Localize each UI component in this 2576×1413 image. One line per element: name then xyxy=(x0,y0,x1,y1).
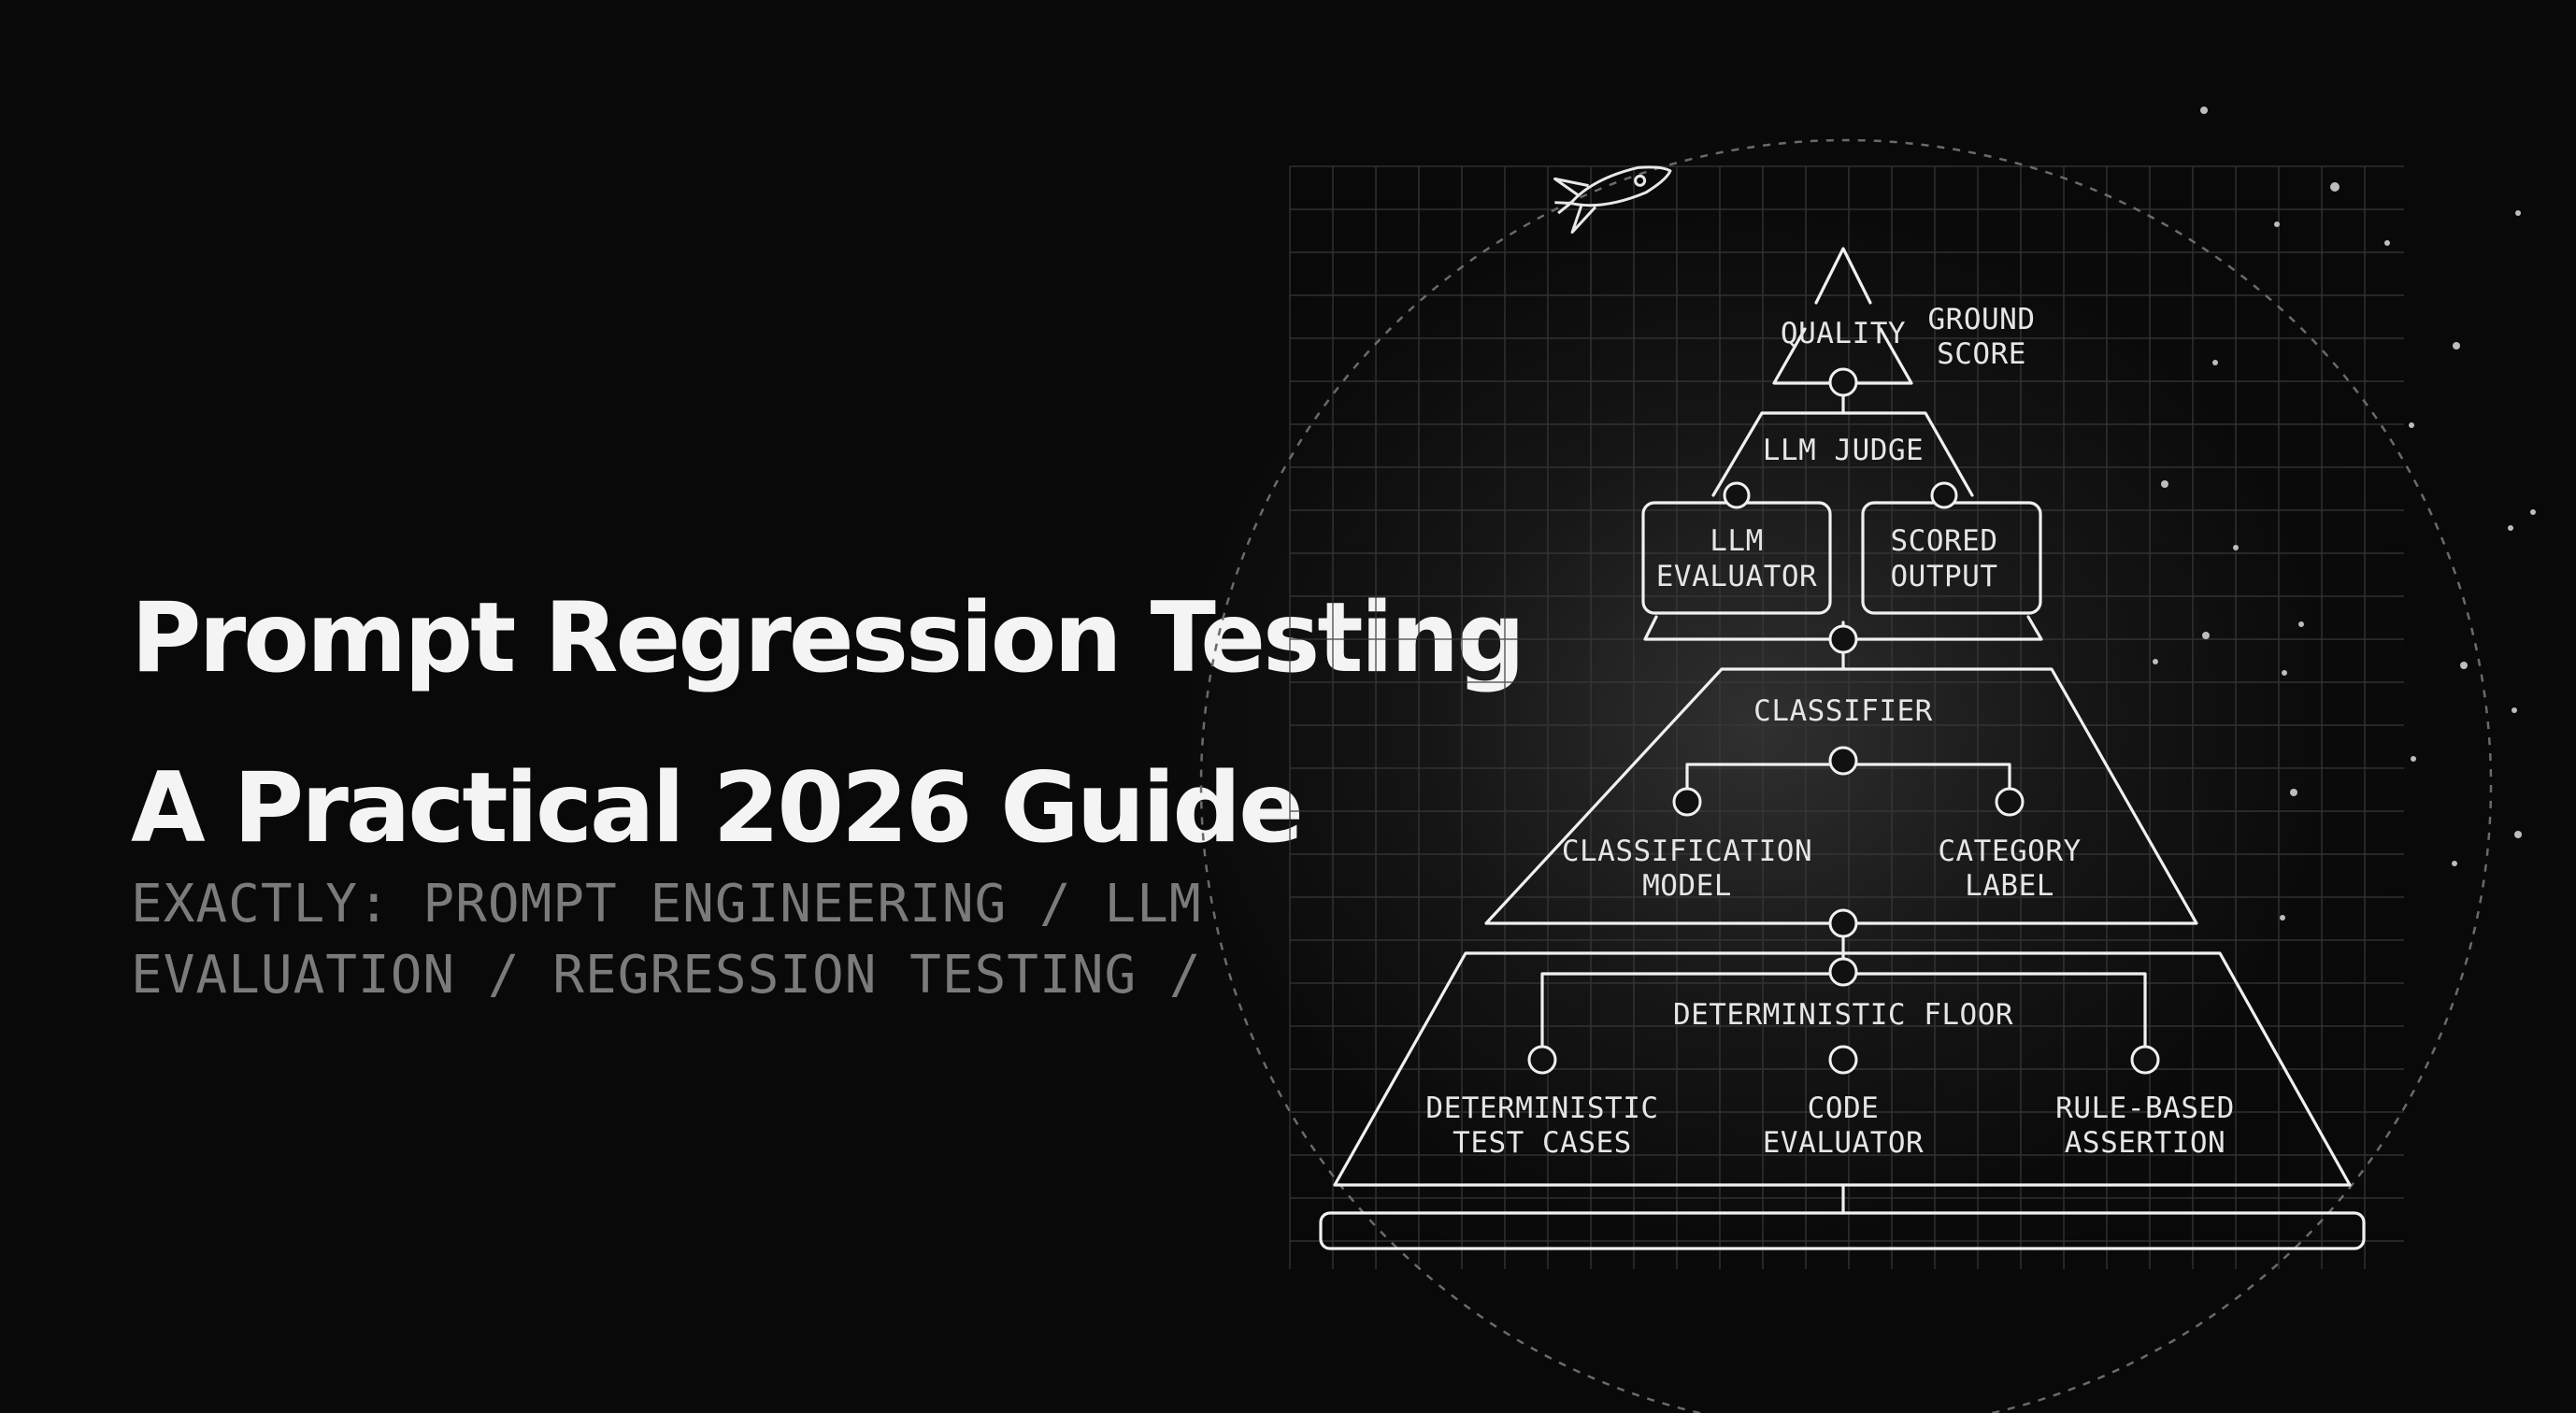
star xyxy=(2202,632,2210,639)
star xyxy=(2508,525,2513,531)
title-line-1: Prompt Regression Testing xyxy=(131,582,1525,694)
node-classification-model xyxy=(1672,787,1702,817)
star xyxy=(2514,831,2522,838)
star xyxy=(2384,240,2390,246)
judge-tier-outline xyxy=(1711,411,1974,497)
label-llm: LLM xyxy=(1710,524,1764,558)
floor-tier-outline xyxy=(1333,951,2352,1187)
label-evaluator: EVALUATOR xyxy=(1656,560,1817,593)
node-category-label xyxy=(1995,787,2025,817)
page-title: Prompt Regression Testing A Practical 20… xyxy=(131,553,1533,893)
star xyxy=(2515,210,2521,216)
tag-line-1: EXACTLY: PROMPT ENGINEERING / LLM xyxy=(131,874,1202,935)
label-llm-judge: LLM JUDGE xyxy=(1763,434,1924,467)
tag-list: EXACTLY: PROMPT ENGINEERING / LLM EVALUA… xyxy=(131,869,1299,1011)
label-code: CODE xyxy=(1808,1092,1880,1125)
node-floor-top xyxy=(1828,957,1858,987)
node-judge-base xyxy=(1828,624,1858,654)
star xyxy=(2282,670,2287,676)
label-label: LABEL xyxy=(1965,869,2054,903)
label-code-evaluator: EVALUATOR xyxy=(1763,1126,1924,1160)
star xyxy=(2298,621,2304,627)
label-scored: SCORED xyxy=(1891,524,1998,558)
label-quality: QUALITY xyxy=(1781,317,1906,350)
star xyxy=(2460,662,2468,669)
star xyxy=(2409,422,2414,428)
tag-line-2: EVALUATION / REGRESSION TESTING / xyxy=(131,945,1202,1006)
classifier-tier-outline xyxy=(1484,667,2198,925)
star xyxy=(2200,107,2208,114)
star xyxy=(2290,789,2297,796)
node-scored-output xyxy=(1930,481,1958,509)
star xyxy=(2212,360,2218,365)
label-output: OUTPUT xyxy=(1891,560,1998,593)
node-code-evaluator xyxy=(1828,1045,1858,1075)
star-field xyxy=(2153,107,2536,921)
label-classification: CLASSIFICATION xyxy=(1562,835,1812,868)
label-test-cases: TEST CASES xyxy=(1453,1126,1632,1160)
label-classifier: CLASSIFIER xyxy=(1753,694,1933,728)
rocket-icon xyxy=(1553,165,1672,234)
label-score: SCORE xyxy=(1937,337,2026,371)
label-assertion: ASSERTION xyxy=(2065,1126,2225,1160)
label-deterministic: DETERMINISTIC xyxy=(1425,1092,1658,1125)
node-apex xyxy=(1828,367,1858,397)
title-line-2: A Practical 2026 Guide xyxy=(131,752,1304,864)
star xyxy=(2274,221,2280,227)
label-ground: GROUND xyxy=(1928,303,2036,336)
apex-triangle xyxy=(1772,247,1913,385)
base-platform xyxy=(1319,1211,2366,1250)
star xyxy=(2411,756,2416,762)
orbit-circle xyxy=(1199,138,2493,1413)
star xyxy=(2512,707,2517,713)
node-llm-evaluator xyxy=(1723,481,1751,509)
node-rule-based-assertion xyxy=(2130,1045,2160,1075)
star xyxy=(2233,545,2239,550)
node-classifier-base xyxy=(1828,908,1858,938)
star xyxy=(2452,861,2457,866)
node-deterministic-test-cases xyxy=(1527,1045,1557,1075)
label-rule-based: RULE-BASED xyxy=(2055,1092,2235,1125)
label-category: CATEGORY xyxy=(1938,835,2081,868)
label-model: MODEL xyxy=(1642,869,1732,903)
label-deterministic-floor: DETERMINISTIC FLOOR xyxy=(1673,998,2013,1032)
star xyxy=(2530,509,2536,515)
star xyxy=(2161,480,2168,488)
star xyxy=(2330,182,2340,192)
star xyxy=(2153,659,2158,664)
node-classifier xyxy=(1828,746,1858,776)
star xyxy=(2453,342,2460,350)
star xyxy=(2280,915,2285,921)
